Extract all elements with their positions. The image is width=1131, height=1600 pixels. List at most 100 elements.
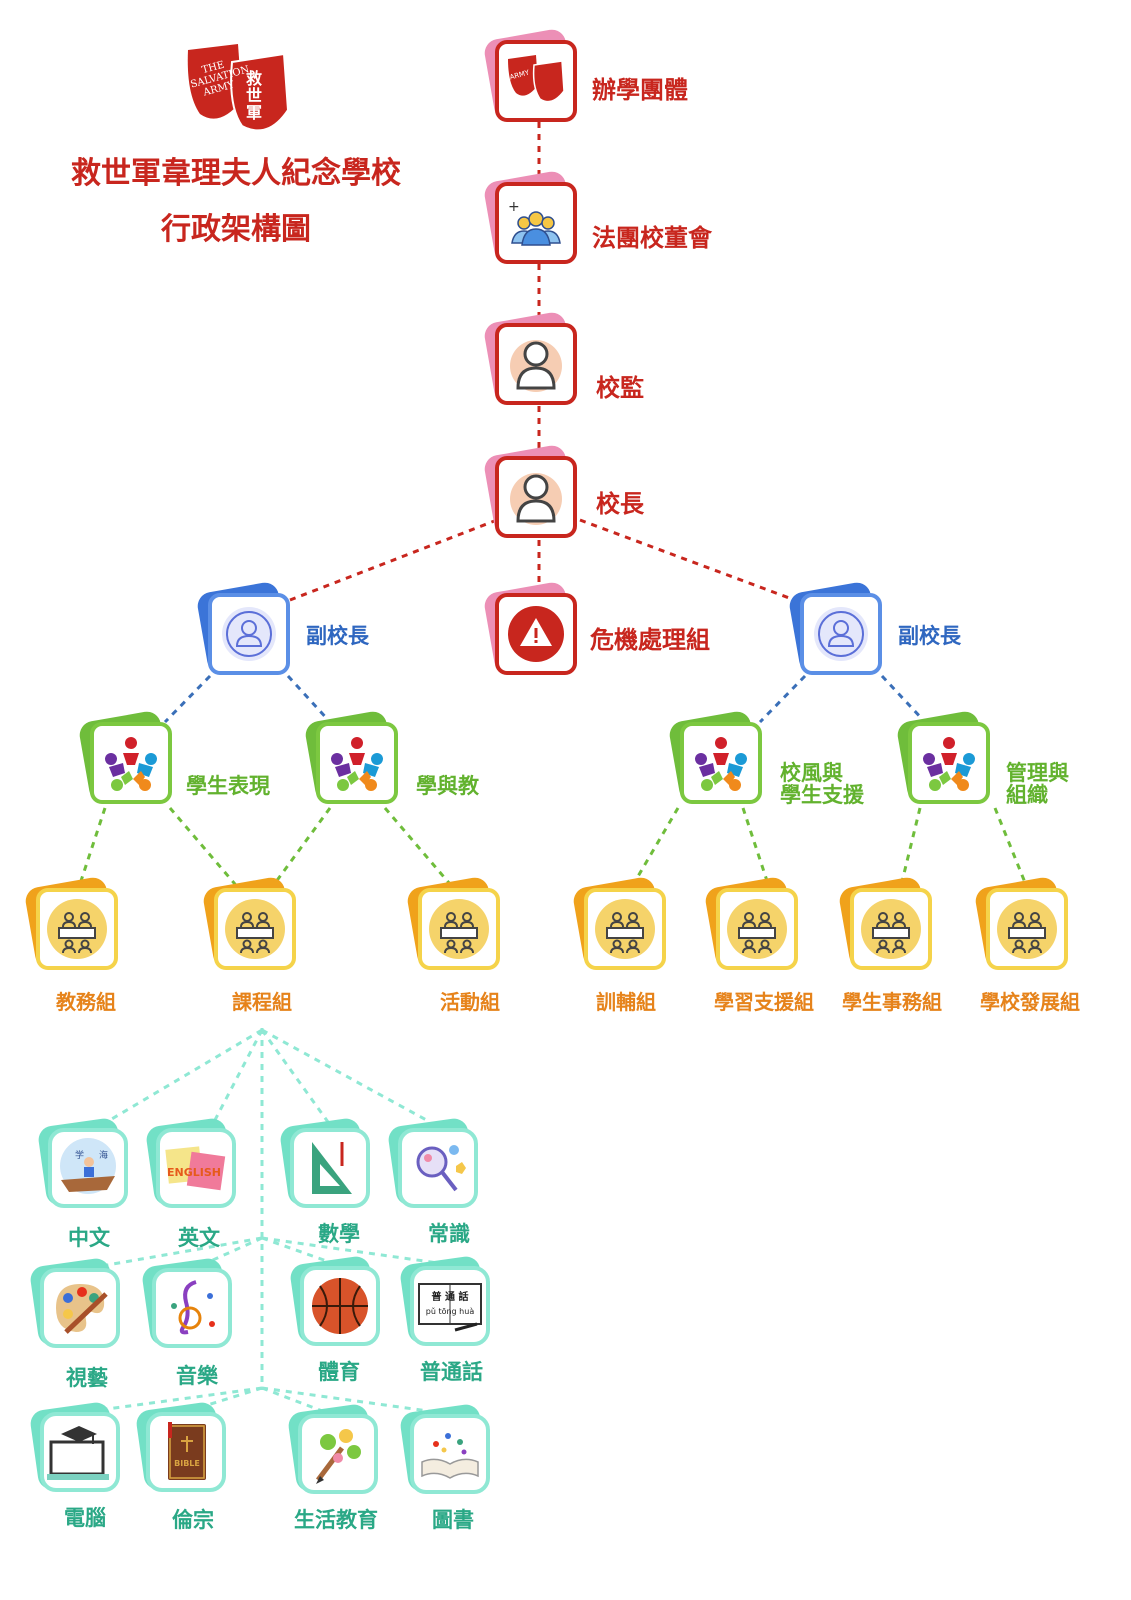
putonghua-book-icon: 普 通 話pǔ tōng huà [418,1283,482,1332]
paint-palette-icon [56,1284,108,1334]
group-label-student-affairs: 學生事務組 [842,990,942,1014]
meeting-table-icon [429,899,489,959]
principal-node [482,443,578,539]
tree-pencil-icon [316,1429,361,1484]
group-node-school-development [973,875,1069,971]
sponsor-label: 辦學團體 [592,76,688,104]
division-node-school-culture [667,709,763,805]
group-node-academic [23,875,119,971]
subject-node-chinese: 学海 [36,1116,128,1208]
teamwork-people-icon [695,737,747,791]
group-label-learning-support: 學習支援組 [714,990,814,1014]
open-book-icon [421,1433,479,1479]
division-label-learning-teaching: 學與教 [416,774,479,798]
vice-principal-node-right [787,580,883,676]
music-note-icon [171,1280,215,1335]
meeting-table-icon [595,899,655,959]
group-node-learning-support [703,875,799,971]
subject-label-general-studies: 常識 [428,1222,470,1246]
vice-principal-node-left [195,580,291,676]
crisis-node [482,580,578,676]
subject-label-library: 圖書 [432,1508,474,1532]
vice-principal-label-right: 副校長 [898,624,961,648]
meeting-table-icon [225,899,285,959]
subject-label-chinese: 中文 [68,1226,110,1250]
division-node-management [895,709,991,805]
computer-graduation-icon [47,1426,109,1480]
boat-reading-icon: 学海 [60,1138,116,1194]
user-circle-icon [222,607,276,661]
group-label-activity: 活動組 [440,990,500,1014]
board-node: + [482,169,578,265]
group-label-curriculum: 課程組 [232,990,292,1014]
principal-label: 校長 [596,490,644,518]
subject-node-english: ENGLISH [144,1116,236,1208]
subject-node-computer [28,1400,120,1492]
teamwork-people-icon [105,737,157,791]
logo-text-zh: 救世軍 [246,69,263,122]
board-label: 法團校董會 [592,224,712,252]
subject-label-pe: 體育 [318,1360,360,1384]
bible-icon: BIBLE [168,1422,206,1480]
subject-label-religious-education: 倫宗 [172,1508,214,1532]
warning-icon [508,606,564,662]
putonghua-chars: 普 通 話 [432,1290,469,1303]
svg-text:ENGLISH: ENGLISH [167,1166,221,1179]
meeting-table-icon [47,899,107,959]
salvation-army-icon: ARMY [508,55,565,103]
subject-node-life-education [286,1402,378,1494]
subject-node-music [140,1256,232,1348]
teamwork-people-icon [331,737,383,791]
svg-text:BIBLE: BIBLE [174,1459,200,1468]
subject-node-religious-education: BIBLE [134,1400,226,1492]
division-node-learning-teaching [303,709,399,805]
teamwork-people-icon [923,737,975,791]
crisis-label: 危機處理組 [590,626,710,654]
vice-principal-label-left: 副校長 [306,624,369,648]
group-node-student-affairs [837,875,933,971]
subject-label-music: 音樂 [176,1364,218,1388]
group-node-curriculum [201,875,297,971]
subject-node-pe [288,1254,380,1346]
subject-label-computer: 電腦 [64,1506,106,1530]
subject-node-math [278,1116,370,1208]
set-square-ruler-icon [312,1142,352,1194]
english-card-icon: ENGLISH [165,1146,226,1191]
page-subtitle: 行政架構圖 [161,212,311,247]
subject-label-life-education: 生活教育 [294,1508,378,1532]
basketball-icon [312,1278,368,1334]
subject-label-putonghua: 普通話 [420,1360,483,1384]
person-icon [510,473,562,525]
division-label-student-performance: 學生表現 [186,774,270,798]
meeting-table-icon [727,899,787,959]
meeting-table-icon [861,899,921,959]
salvation-army-logo: THE SALVATION ARMY 救世軍 [180,44,292,140]
svg-text:+: + [508,199,520,215]
group-label-academic: 教務組 [56,990,116,1014]
division-node-student-performance [77,709,173,805]
subject-node-visual-arts [28,1256,120,1348]
sponsor-node: ARMY [482,27,578,123]
svg-text:海: 海 [99,1149,108,1161]
science-magnifier-icon [416,1145,466,1192]
meeting-table-icon [997,899,1057,959]
subject-label-english: 英文 [178,1226,220,1250]
group-node-activity [405,875,501,971]
subject-label-visual-arts: 視藝 [66,1366,108,1390]
supervisor-node [482,310,578,406]
svg-text:学: 学 [75,1149,84,1161]
group-people-icon: + [508,199,561,246]
person-icon [510,340,562,392]
division-label-school-culture: 校風與 學生支援 [780,761,864,807]
supervisor-label: 校監 [596,374,644,402]
subject-node-general-studies [386,1116,478,1208]
group-node-discipline [571,875,667,971]
group-label-discipline: 訓輔組 [596,990,656,1014]
page-title: 救世軍韋理夫人紀念學校 [71,156,401,191]
group-label-school-development: 學校發展組 [980,990,1080,1014]
subject-label-math: 數學 [318,1222,360,1246]
user-circle-icon [814,607,868,661]
subject-node-library [398,1402,490,1494]
